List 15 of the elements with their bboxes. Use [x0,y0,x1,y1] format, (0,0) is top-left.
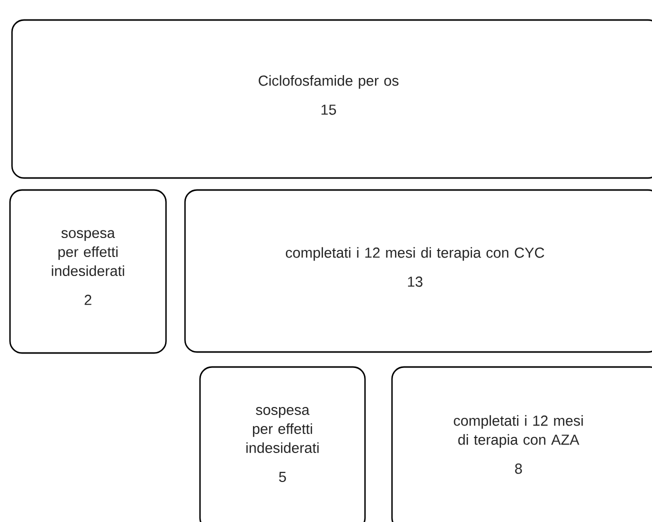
process-box [11,19,652,179]
process-box [199,366,366,522]
process-box [9,189,167,354]
node-label: 2 [84,294,92,305]
node-label: Ciclofosfamide per os [258,75,398,89]
node-label: 13 [408,276,422,287]
node-label: sospesa per effetti indesiderati [52,230,124,276]
process-box [391,366,652,522]
node-label: sospesa per effetti indesiderati [246,407,319,453]
node-label: 15 [322,104,336,115]
node-label: completati i 12 mesi di terapia con CYC [286,247,544,261]
node-label: 8 [515,464,522,474]
node-label: 5 [279,472,286,482]
process-box [184,189,652,353]
node-label: completati i 12 mesi di terapia con AZA [454,415,583,448]
